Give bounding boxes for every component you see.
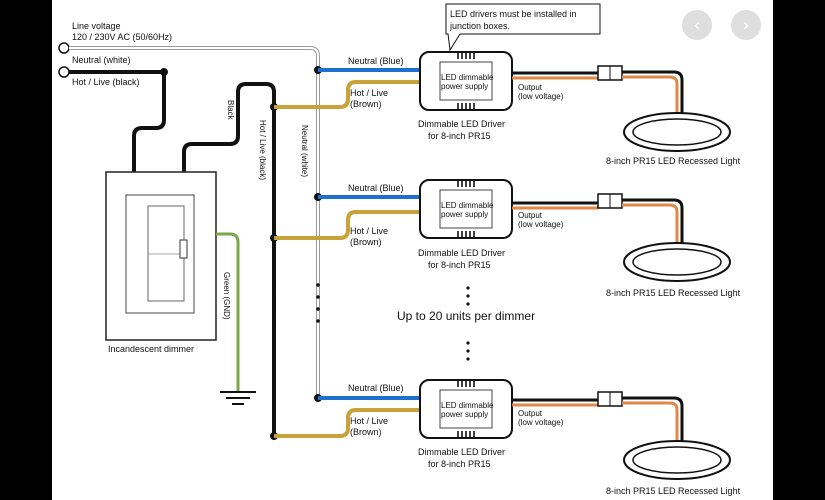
brown-label: (Brown): [350, 237, 382, 247]
chevron-right-icon: ›: [742, 14, 750, 36]
neutral-terminal: [58, 42, 70, 54]
ground-wire: [216, 232, 240, 392]
output-voltage-label: (low voltage): [518, 92, 564, 101]
recessed-light: [623, 440, 731, 480]
recessed-light: [623, 112, 731, 152]
light-label: 8-inch PR15 LED Recessed Light: [606, 486, 741, 496]
driver-box-line1: LED dimmable: [441, 73, 494, 82]
driver-label-line1: Dimmable LED Driver: [418, 447, 505, 457]
wiring-diagram: Line voltage 120 / 230V AC (50/60Hz) Neu…: [58, 3, 741, 496]
chevron-left-icon: ‹: [693, 14, 701, 36]
output-voltage-label: (low voltage): [518, 418, 564, 427]
hot-live-label: Hot / Live: [350, 226, 388, 236]
note-callout: [445, 3, 601, 52]
driver-label-line1: Dimmable LED Driver: [418, 119, 505, 129]
driver-label-line2: for 8-inch PR15: [428, 131, 491, 141]
hot-bus-wire: [182, 82, 276, 436]
note-line2: junction boxes.: [449, 21, 510, 31]
driver-box-line2: power supply: [441, 82, 488, 91]
next-image-button[interactable]: ›: [731, 10, 761, 40]
light-label: 8-inch PR15 LED Recessed Light: [606, 288, 741, 298]
driver-label-line2: for 8-inch PR15: [428, 260, 491, 270]
dimmer-slider: [179, 239, 188, 259]
output-label: Output: [518, 211, 543, 220]
hot-brown-wire: [274, 210, 422, 240]
note-line1: LED drivers must be installed in: [450, 9, 577, 19]
units-note: Up to 20 units per dimmer: [397, 309, 535, 323]
black-label: Black: [226, 100, 235, 121]
dimmer-input-wire: [132, 72, 166, 172]
green-gnd-label: Green (GND): [222, 272, 231, 320]
hot-live-black-vertical-label: Hot / Live (black): [258, 120, 267, 180]
recessed-light: [623, 242, 731, 282]
driver-row-1: Neutral (Blue) Hot / Live (Brown) LED di…: [274, 51, 741, 166]
continuation-dots: [272, 283, 470, 361]
neutral-white-label: Neutral (white): [72, 55, 131, 65]
hot-brown-wire: [274, 408, 422, 438]
dimmer-plate: [105, 171, 217, 341]
light-label: 8-inch PR15 LED Recessed Light: [606, 156, 741, 166]
driver-box-line1: LED dimmable: [441, 401, 494, 410]
dimmer-frame: [125, 194, 195, 314]
output-voltage-label: (low voltage): [518, 220, 564, 229]
diagram-canvas: Line voltage 120 / 230V AC (50/60Hz) Neu…: [52, 0, 773, 500]
hot-terminal: [58, 66, 70, 78]
neutral-blue-label: Neutral (Blue): [348, 383, 404, 393]
prev-image-button[interactable]: ‹: [682, 10, 712, 40]
driver-box-line2: power supply: [441, 210, 488, 219]
line-spec-label: 120 / 230V AC (50/60Hz): [72, 32, 172, 42]
driver-row-2: Neutral (Blue) Hot / Live (Brown) LED di…: [274, 179, 741, 298]
driver-box-line1: LED dimmable: [441, 201, 494, 210]
driver-box-line2: power supply: [441, 410, 488, 419]
neutral-wire-main-core: [69, 47, 319, 398]
neutral-blue-label: Neutral (Blue): [348, 56, 404, 66]
driver-label-line1: Dimmable LED Driver: [418, 248, 505, 258]
output-label: Output: [518, 409, 543, 418]
hot-black-label: Hot / Live (black): [72, 77, 140, 87]
driver-label-line2: for 8-inch PR15: [428, 459, 491, 469]
neutral-blue-label: Neutral (Blue): [348, 183, 404, 193]
dimmer-label: Incandescent dimmer: [108, 344, 194, 354]
brown-label: (Brown): [350, 99, 382, 109]
line-voltage-label: Line voltage: [72, 21, 121, 31]
driver-row-3: Neutral (Blue) Hot / Live (Brown) LED di…: [274, 379, 741, 496]
neutral-white-vertical-label: Neutral (white): [300, 125, 309, 177]
hot-live-label: Hot / Live: [350, 416, 388, 426]
hot-live-label: Hot / Live: [350, 88, 388, 98]
brown-label: (Brown): [350, 427, 382, 437]
hot-brown-wire: [274, 80, 422, 109]
output-label: Output: [518, 83, 543, 92]
